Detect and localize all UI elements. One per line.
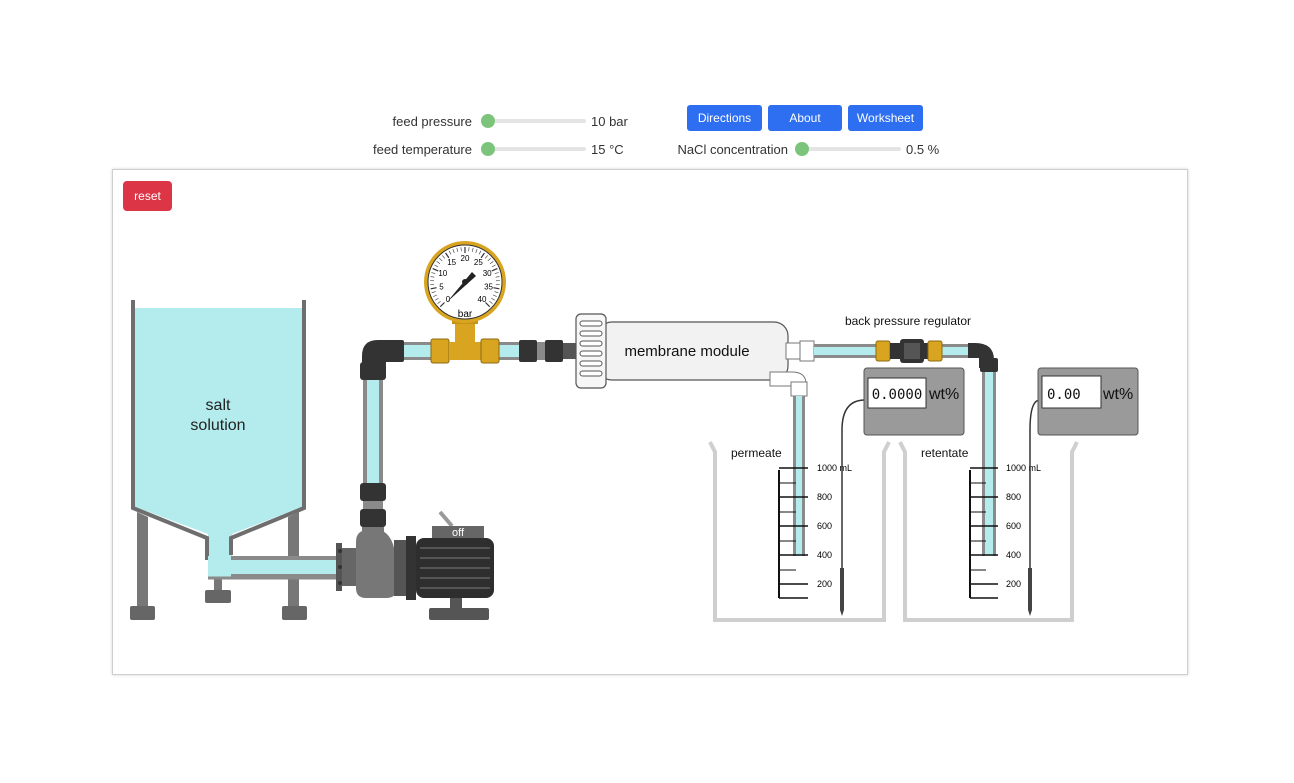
feed-pipe (360, 340, 577, 539)
gauge-tick (478, 250, 482, 255)
gauge-tick (430, 287, 437, 290)
feed-pressure-label: feed pressure (392, 114, 473, 129)
gauge-tick-label: 35 (484, 283, 493, 292)
gauge-unit: bar (458, 309, 473, 320)
retentate-tick-label: 600 (1006, 521, 1021, 531)
gauge-needle (447, 272, 476, 302)
worksheet-button[interactable]: Worksheet (848, 105, 923, 131)
gauge-tick (485, 302, 491, 308)
gauge-tick (471, 247, 474, 252)
gauge-tick (431, 291, 436, 294)
permeate-label: permeate (731, 446, 782, 460)
gauge-tick (433, 294, 437, 297)
gauge-tick (493, 287, 500, 290)
gauge-tick (439, 302, 445, 308)
gauge-tick (452, 249, 455, 254)
gauge-tick (431, 272, 436, 274)
tank-label-line2: solution (190, 417, 245, 434)
membrane-module: membrane module (575, 313, 789, 389)
retentate-tick-label: 800 (1006, 492, 1021, 502)
nacl-concentration-value: 0.5 % (906, 142, 940, 157)
back-pressure-regulator: back pressure regulator (845, 314, 971, 363)
gauge-tick (494, 272, 499, 274)
gauge-tick-label: 25 (474, 258, 483, 267)
regulator-label: back pressure regulator (845, 314, 971, 328)
about-button[interactable]: About (768, 105, 842, 131)
gauge-tick (448, 250, 452, 255)
gauge-tick (437, 300, 441, 304)
retentate-line (785, 340, 998, 556)
nacl-concentration-slider-thumb[interactable] (795, 142, 809, 156)
gauge-tick-label: 20 (461, 254, 470, 263)
permeate-tick-label: 1000 mL (817, 463, 852, 473)
gauge-tick (487, 258, 491, 262)
pump: off (336, 510, 494, 620)
permeate-tick-label: 800 (817, 492, 832, 502)
pump-switch[interactable] (432, 526, 484, 538)
retentate-meter: 0.00 wt% (1028, 367, 1139, 616)
retentate-meter-unit: wt% (1102, 386, 1133, 403)
retentate-tick-label: 400 (1006, 550, 1021, 560)
feed-pressure-slider[interactable] (481, 114, 586, 128)
membrane-label: membrane module (624, 343, 749, 360)
permeate-meter-unit: wt% (928, 386, 959, 403)
directions-button[interactable]: Directions (687, 105, 762, 131)
nacl-concentration-slider[interactable] (795, 142, 901, 156)
salt-solution-tank: salt solution (130, 300, 341, 620)
gauge-tick (480, 252, 485, 259)
pump-switch-label: off (452, 527, 465, 539)
retentate-label: retentate (921, 446, 969, 460)
gauge-tick-label: 5 (439, 283, 444, 292)
permeate-tick-label: 400 (817, 550, 832, 560)
gauge-tick (491, 297, 495, 301)
permeate-line (769, 371, 808, 556)
gauge-tick (456, 247, 459, 252)
retentate-beaker: 1000 mL 800 600 400 200 retentate (898, 441, 1079, 622)
retentate-tick-label: 1000 mL (1006, 463, 1041, 473)
nacl-concentration-label: NaCl concentration (677, 142, 788, 157)
pressure-gauge: 0 5 10 15 20 25 30 35 40 bar (424, 241, 506, 364)
gauge-tick (489, 261, 494, 265)
gauge-tick (436, 261, 441, 265)
gauge-tick-label: 40 (478, 295, 487, 304)
gauge-tick (445, 252, 450, 259)
gauge-tick-label: 30 (483, 269, 492, 278)
retentate-meter-value: 0.00 (1047, 387, 1081, 403)
gauge-tick (442, 255, 446, 259)
gauge-tick (432, 268, 439, 272)
permeate-beaker: 1000 mL 800 600 400 200 permeate (708, 441, 891, 622)
gauge-tick (491, 268, 498, 272)
gauge-tick (495, 276, 500, 278)
gauge-tick (430, 276, 435, 278)
gauge-tick (435, 297, 439, 301)
gauge-tick-marks (430, 247, 500, 308)
gauge-tick (439, 258, 443, 262)
gauge-tick (491, 264, 496, 268)
permeate-tick-label: 600 (817, 521, 832, 531)
gauge-tick (489, 300, 493, 304)
gauge-tick (475, 249, 478, 254)
tank-label-line1: salt (206, 397, 231, 414)
gauge-tick-label: 0 (446, 295, 451, 304)
feed-temperature-slider-thumb[interactable] (481, 142, 495, 156)
retentate-tick-label: 200 (1006, 579, 1021, 589)
permeate-meter-value: 0.0000 (872, 387, 923, 403)
gauge-tick (434, 264, 439, 268)
feed-temperature-label: feed temperature (372, 142, 472, 157)
feed-temperature-slider[interactable] (481, 142, 586, 156)
permeate-meter: 0.0000 wt% (840, 367, 965, 616)
reset-button[interactable]: reset (123, 181, 172, 211)
gauge-tick-label: 15 (447, 258, 456, 267)
feed-temperature-value: 15 °C (591, 142, 624, 157)
gauge-tick-labels: 0 5 10 15 20 25 30 35 40 (438, 254, 493, 304)
permeate-tick-label: 200 (817, 579, 832, 589)
gauge-tick-label: 10 (438, 269, 447, 278)
gauge-tick (494, 291, 499, 294)
gauge-tick (484, 255, 488, 259)
gauge-tick (493, 294, 497, 297)
feed-pressure-slider-thumb[interactable] (481, 114, 495, 128)
feed-pressure-value: 10 bar (591, 114, 628, 129)
